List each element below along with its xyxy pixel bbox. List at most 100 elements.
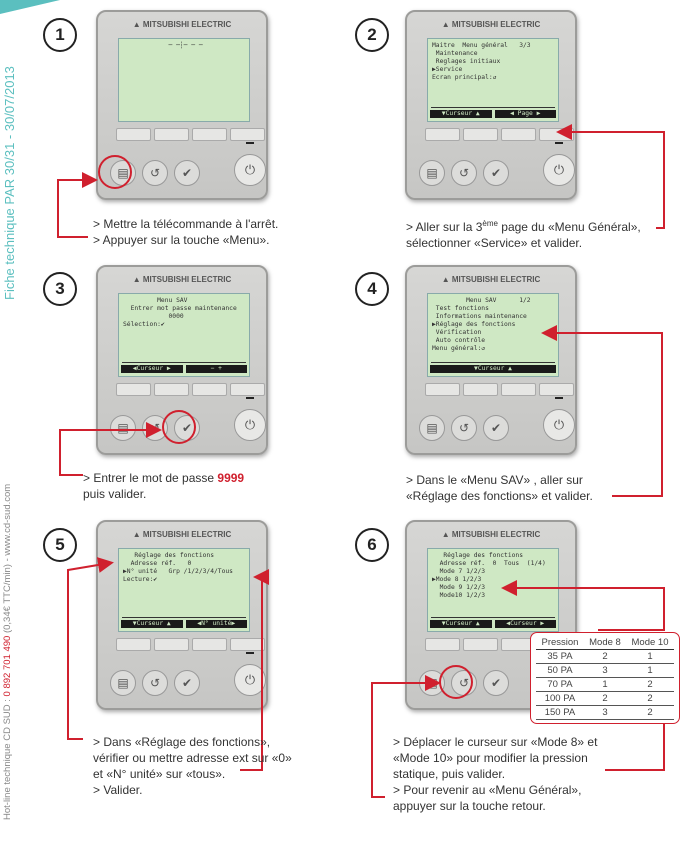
status-led (246, 652, 254, 654)
screen-divider (431, 107, 555, 108)
remote-control-step-2: ▲ MITSUBISHI ELECTRIC Maitre Menu général… (405, 10, 577, 200)
screen-line: Maitre Menu général 3/3 (432, 42, 531, 49)
screen-function-bar: ▼Curseur ▲◀ Page ▶ (430, 110, 556, 118)
lcd-screen: Menu SAV Entrer mot passe maintenance 00… (118, 293, 250, 377)
screen-line: Réglage des fonctions (123, 552, 214, 559)
screen-function-bar: ▼Curseur ▲ (430, 365, 556, 373)
validate-button[interactable]: ✔ (174, 160, 200, 186)
screen-line: Test fonctions (432, 305, 489, 312)
function-button-2[interactable] (154, 128, 189, 141)
function-label: ▼Curseur ▲ (121, 620, 183, 628)
function-button-2[interactable] (463, 128, 498, 141)
password-value: 9999 (217, 471, 245, 485)
function-button-3[interactable] (192, 128, 227, 141)
instruction-line: > Dans le «Menu SAV» , aller sur (406, 473, 583, 487)
lcd-screen: Réglage des fonctions Adresse réf. 0 Tou… (427, 548, 559, 632)
function-button-1[interactable] (425, 638, 460, 651)
back-button[interactable]: ↺ (451, 415, 477, 441)
screen-line: ▶Réglage des fonctions (432, 321, 516, 328)
table-cell: 50 PA (536, 663, 584, 678)
screen-line: ▶N° unité Grp /1/2/3/4/Tous (123, 568, 233, 575)
function-button-4[interactable] (230, 638, 265, 651)
function-button-2[interactable] (154, 383, 189, 396)
screen-line: ▶Service (432, 66, 463, 73)
validate-button[interactable]: ✔ (483, 670, 509, 696)
screen-line: Menu SAV (123, 297, 188, 304)
table-cell: 2 (626, 691, 674, 706)
function-button-1[interactable] (425, 383, 460, 396)
power-button[interactable]: ⏻ (543, 409, 575, 441)
screen-line: Entrer mot passe maintenance (123, 305, 237, 312)
menu-button[interactable]: ▤ (419, 415, 445, 441)
instruction-line: vérifier ou mettre adresse ext sur «0» (93, 751, 292, 765)
screen-line: Vérification (432, 329, 482, 336)
function-label: ◀Curseur ▶ (494, 620, 556, 628)
instruction-line: > Valider. (93, 783, 143, 797)
validate-button[interactable]: ✔ (483, 160, 509, 186)
remote-control-step-5: ▲ MITSUBISHI ELECTRIC Réglage des foncti… (96, 520, 268, 710)
screen-line: Mode 9 1/2/3 (432, 584, 486, 591)
function-button-2[interactable] (154, 638, 189, 651)
back-button[interactable]: ↺ (142, 160, 168, 186)
function-button-4[interactable] (539, 383, 574, 396)
function-label: ◀ Page ▶ (494, 110, 556, 118)
instruction-line: appuyer sur la touche retour. (393, 799, 546, 813)
status-led (246, 397, 254, 399)
function-button-1[interactable] (116, 638, 151, 651)
power-button[interactable]: ⏻ (234, 664, 266, 696)
instruction-line: «Réglage des fonctions» et valider. (406, 489, 593, 503)
power-button[interactable]: ⏻ (234, 409, 266, 441)
function-button-1[interactable] (425, 128, 460, 141)
validate-button[interactable]: ✔ (483, 415, 509, 441)
screen-line: Menu général:↺ (432, 345, 486, 352)
menu-button[interactable]: ▤ (110, 415, 136, 441)
function-button-4[interactable] (230, 128, 265, 141)
step-number-2: 2 (355, 18, 389, 52)
function-button-2[interactable] (463, 383, 498, 396)
table-cell: 2 (626, 677, 674, 692)
function-button-3[interactable] (192, 383, 227, 396)
table-cell: 2 (583, 649, 627, 664)
screen-line: Mode 7 1/2/3 (432, 568, 486, 575)
back-button[interactable]: ↺ (142, 670, 168, 696)
screen-line: Sélection:✔ (123, 321, 165, 328)
instruction-line: «Mode 10» pour modifier la pression (393, 751, 588, 765)
function-button-4[interactable] (230, 383, 265, 396)
lcd-screen: Maitre Menu général 3/3 Maintenance Regl… (427, 38, 559, 122)
brand-logo: ▲ MITSUBISHI ELECTRIC (441, 275, 541, 284)
function-button-1[interactable] (116, 128, 151, 141)
step-6-instructions: > Déplacer le curseur sur «Mode 8» et «M… (393, 734, 597, 814)
screen-line: Réglage des fonctions (432, 552, 523, 559)
screen-line: Adresse réf. 0 Tous (1/4) (432, 560, 546, 567)
function-label: ◀Curseur ▶ (121, 365, 183, 373)
function-button-3[interactable] (501, 383, 536, 396)
screen-divider (122, 362, 246, 363)
screen-line: Lecture:✔ (123, 576, 158, 583)
instruction-line: > Appuyer sur la touche «Menu». (93, 233, 270, 247)
function-label: ▼Curseur ▲ (430, 110, 492, 118)
function-button-2[interactable] (463, 638, 498, 651)
corner-decoration (0, 0, 60, 14)
back-button[interactable]: ↺ (451, 160, 477, 186)
table-cell: 100 PA (536, 691, 584, 706)
function-button-1[interactable] (116, 383, 151, 396)
validate-button[interactable]: ✔ (174, 670, 200, 696)
menu-button[interactable]: ▤ (419, 160, 445, 186)
power-button[interactable]: ⏻ (234, 154, 266, 186)
function-button-3[interactable] (501, 128, 536, 141)
table-cell: 70 PA (536, 677, 584, 692)
function-button-3[interactable] (192, 638, 227, 651)
screen-line: Ecran principal:↺ (432, 74, 497, 81)
highlight-validate-button (162, 410, 196, 444)
step-number-3: 3 (43, 272, 77, 306)
table-cell: 3 (583, 663, 627, 678)
menu-button[interactable]: ▤ (110, 670, 136, 696)
brand-logo: ▲ MITSUBISHI ELECTRIC (132, 20, 232, 29)
remote-control-step-3: ▲ MITSUBISHI ELECTRIC Menu SAV Entrer mo… (96, 265, 268, 455)
brand-logo: ▲ MITSUBISHI ELECTRIC (441, 20, 541, 29)
function-label: ◀N° unité▶ (185, 620, 247, 628)
power-button[interactable]: ⏻ (543, 154, 575, 186)
